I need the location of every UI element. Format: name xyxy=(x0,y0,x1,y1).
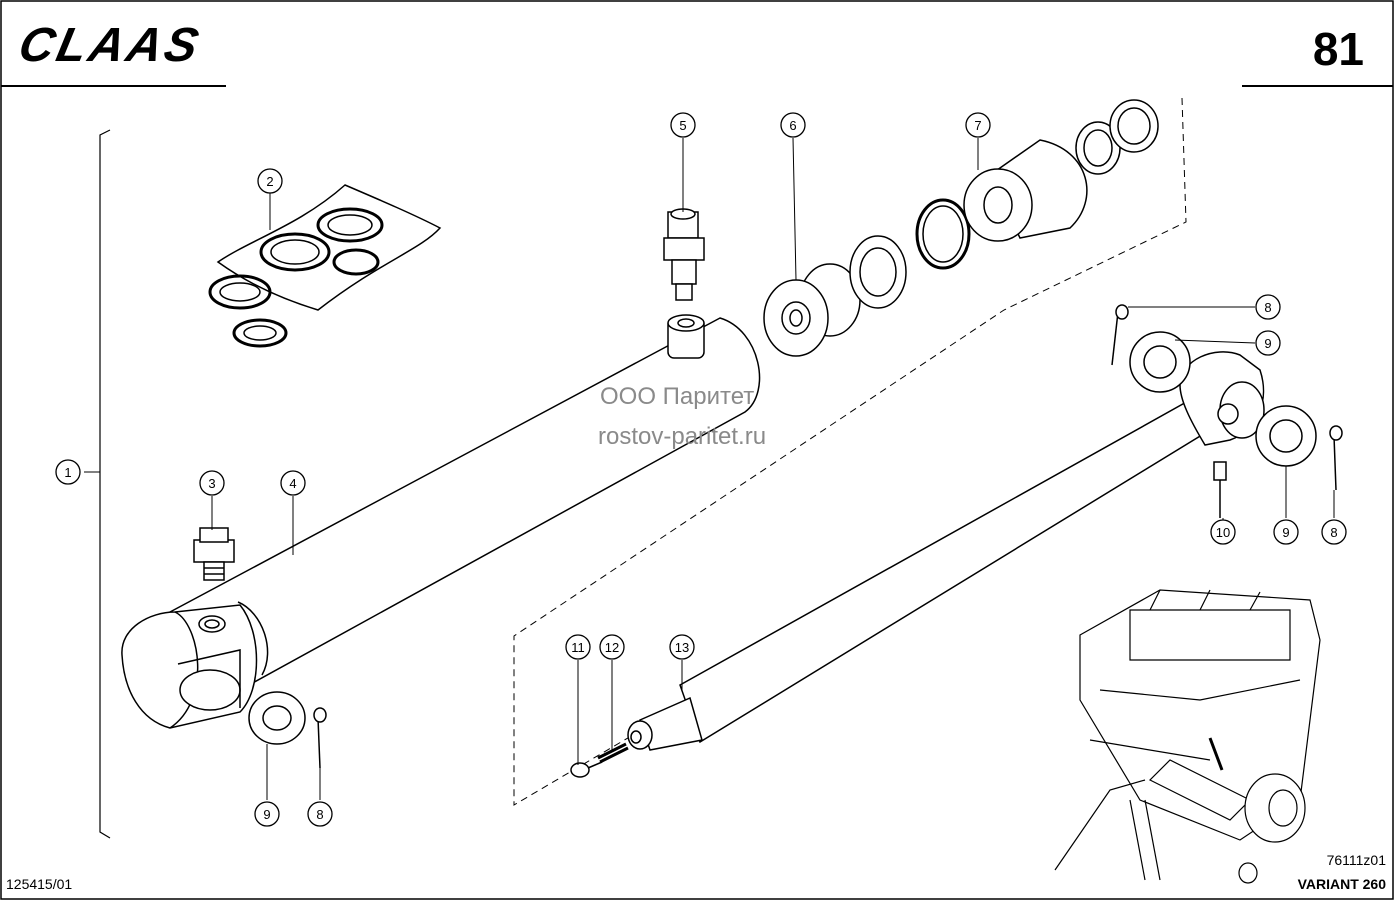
callout-2: 2 xyxy=(257,168,283,194)
callout-8-top: 8 xyxy=(1255,294,1281,320)
svg-text:11: 11 xyxy=(571,640,585,655)
callout-3: 3 xyxy=(199,470,225,496)
drawing-code: 76111z01 xyxy=(1326,852,1386,868)
fitting-5 xyxy=(663,208,705,301)
svg-text:3: 3 xyxy=(208,476,215,491)
callout-7: 7 xyxy=(965,112,991,138)
svg-text:9: 9 xyxy=(1282,525,1289,540)
fitting-3 xyxy=(193,527,235,581)
page-number: 81 xyxy=(1312,23,1364,75)
guide-head xyxy=(915,99,1159,270)
callout-5: 5 xyxy=(670,112,696,138)
svg-text:12: 12 xyxy=(605,640,619,655)
svg-text:9: 9 xyxy=(263,807,270,822)
brand-logo: CLAAS xyxy=(14,19,206,72)
callout-12: 12 xyxy=(599,634,625,660)
svg-text:6: 6 xyxy=(789,118,796,133)
svg-text:7: 7 xyxy=(974,118,981,133)
svg-text:5: 5 xyxy=(679,118,686,133)
leader-lines xyxy=(211,137,1335,800)
callout-13: 13 xyxy=(669,634,695,660)
callout-1: 1 xyxy=(55,459,81,485)
callout-11: 11 xyxy=(565,634,591,660)
watermark-company: ООО Паритет xyxy=(600,383,755,410)
callout-9-bottom: 9 xyxy=(254,801,280,827)
callout-4: 4 xyxy=(280,470,306,496)
piston xyxy=(763,235,907,357)
svg-text:8: 8 xyxy=(316,807,323,822)
callout-10: 10 xyxy=(1210,519,1236,545)
piston-rod xyxy=(627,351,1265,751)
svg-text:9: 9 xyxy=(1264,336,1271,351)
doc-code: 125415/01 xyxy=(6,876,73,892)
callout-8-right: 8 xyxy=(1321,519,1347,545)
callout-9-top: 9 xyxy=(1255,330,1281,356)
seal-kit xyxy=(208,184,442,348)
svg-text:10: 10 xyxy=(1216,525,1230,540)
svg-text:2: 2 xyxy=(266,174,273,189)
model-name: VARIANT 260 xyxy=(1297,876,1386,892)
baler-thumbnail xyxy=(1054,589,1321,884)
svg-text:4: 4 xyxy=(289,476,296,491)
cylinder-tube xyxy=(121,314,761,729)
callout-8-bottom: 8 xyxy=(307,801,333,827)
washers-pins xyxy=(248,304,1343,778)
watermark-url: rostov-paritet.ru xyxy=(598,423,767,450)
svg-text:1: 1 xyxy=(64,465,71,480)
svg-text:8: 8 xyxy=(1264,300,1271,315)
callout-9-right: 9 xyxy=(1273,519,1299,545)
svg-text:8: 8 xyxy=(1330,525,1337,540)
callout-6: 6 xyxy=(780,112,806,138)
svg-text:13: 13 xyxy=(675,640,689,655)
